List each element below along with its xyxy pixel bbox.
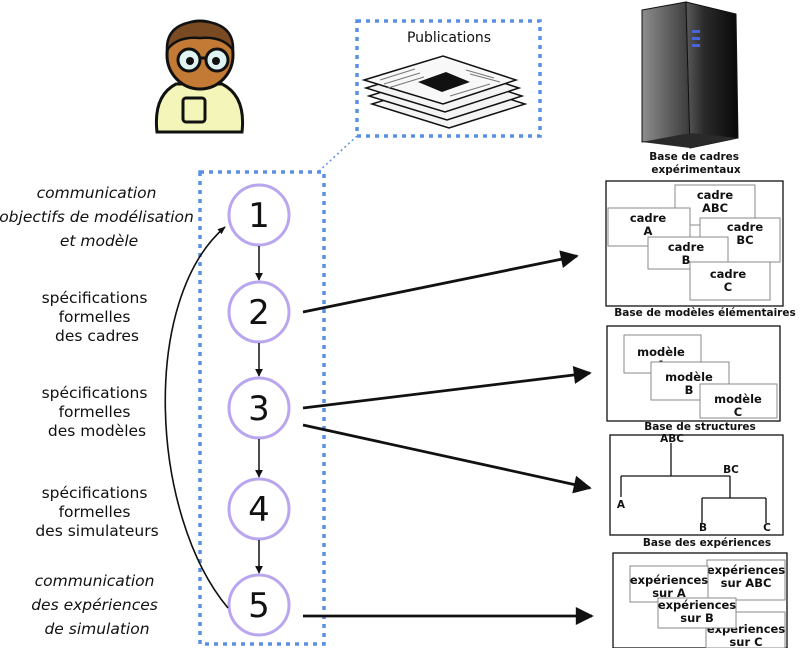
publications-connector [317,135,358,173]
base-cadres-title: Base de cadres expérimentaux [649,151,742,176]
step-number: 3 [248,389,270,429]
step-number: 4 [248,490,270,530]
steps-frame [198,170,326,646]
base-structures: Base de structures ABC BC A B C [609,421,784,536]
base-modeles-title: Base de modèles élémentaires [614,307,795,319]
base-structures-frame [609,434,784,536]
scientist-icon [154,19,245,134]
label-specifications-simulateurs: spécifications formelles des simulateurs [35,484,158,540]
step-number: 2 [248,293,270,333]
node-abc: ABC [660,433,684,445]
step-circle-3: 3 [227,376,291,440]
structure-tree [620,443,767,523]
step-number: 5 [248,586,270,626]
arrow-step3-to-modeles [302,366,592,410]
node-b: B [699,522,707,534]
label-communication-objectifs: communication objectifs de modélisation … [0,184,199,250]
publications-frame [355,19,542,138]
node-a: A [617,499,626,511]
base-modeles: Base de modèles élémentaires modèleA mod… [606,307,796,422]
step-number: 1 [248,196,270,236]
publications-panel: Publications [355,19,542,138]
feedback-arrow [164,226,229,609]
step-circle-5: 5 [227,573,291,637]
server-icon [641,1,739,149]
arrow-step3-to-structures [302,423,592,494]
base-arrows [302,250,594,625]
step-circle-4: 4 [227,477,291,541]
step-circle-2: 2 [227,280,291,344]
node-c: C [763,522,771,534]
label-specifications-cadres: spécifications formelles des cadres [42,289,153,345]
newspaper-stack-icon [361,55,528,129]
arrow-step2-to-cadres [302,250,579,314]
publications-title: Publications [407,30,491,46]
label-communication-experiences: communication des expériences de simulat… [31,572,163,638]
base-structures-title: Base de structures [644,421,756,433]
base-experiences-title: Base des expériences [643,537,771,549]
node-bc: BC [723,464,739,476]
step-circle-1: 1 [227,183,291,247]
label-specifications-modeles: spécifications formelles des modèles [42,384,153,440]
